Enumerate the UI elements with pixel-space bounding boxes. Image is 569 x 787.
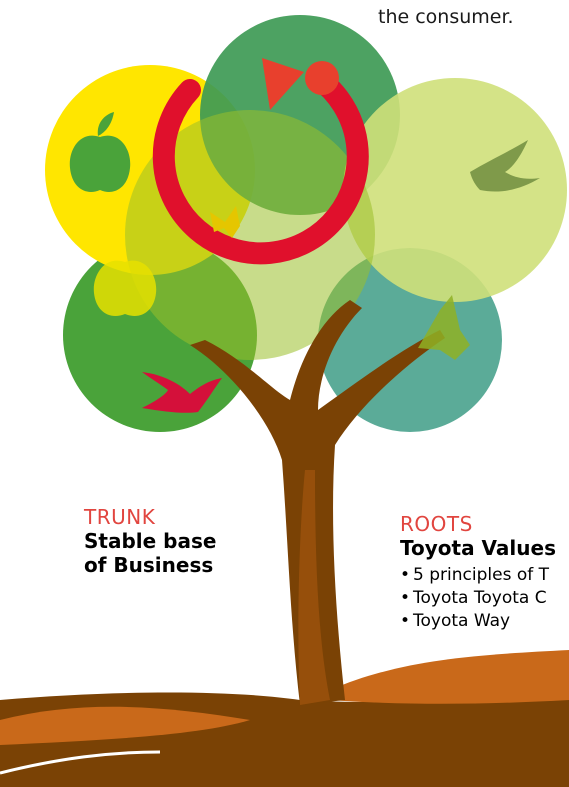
roots-label-block: ROOTS Toyota Values 5 principles of T To… [400,512,556,633]
cycle-arrow-dot [305,61,339,95]
cycle-arrow-icon [152,67,369,265]
root-orange-left [0,706,250,745]
top-caption: the consumer. [378,6,514,28]
trunk-shadow [298,470,330,705]
cycle-arrow-head [262,58,304,110]
tree-trunk [190,300,445,705]
root-orange-right [330,650,569,704]
roots-list: 5 principles of T Toyota Toyota C Toyota… [400,564,556,633]
leaf-circle-center [125,110,375,360]
root-highlight [0,750,161,775]
trunk-label-block: TRUNK Stable base of Business [84,505,216,577]
apple-leaf-icon [97,112,114,136]
roots-heading: ROOTS [400,512,473,536]
roots-list-item: Toyota Way [400,610,556,633]
bird-icon [470,140,540,192]
trunk-heading: TRUNK [84,505,156,529]
leaf-circle-lime [343,78,567,302]
roots-list-item: 5 principles of T [400,564,556,587]
apple-icon [69,135,131,192]
roots-title: Toyota Values [400,536,556,560]
bird-icon-red [142,372,222,413]
roots-list-item: Toyota Toyota C [400,587,556,610]
apple-icon-2 [93,260,157,316]
butterfly-icon-2 [418,295,470,360]
trunk-title-line2: of Business [84,553,214,577]
trunk-title-line1: Stable base [84,529,217,553]
butterfly-icon [210,206,240,238]
